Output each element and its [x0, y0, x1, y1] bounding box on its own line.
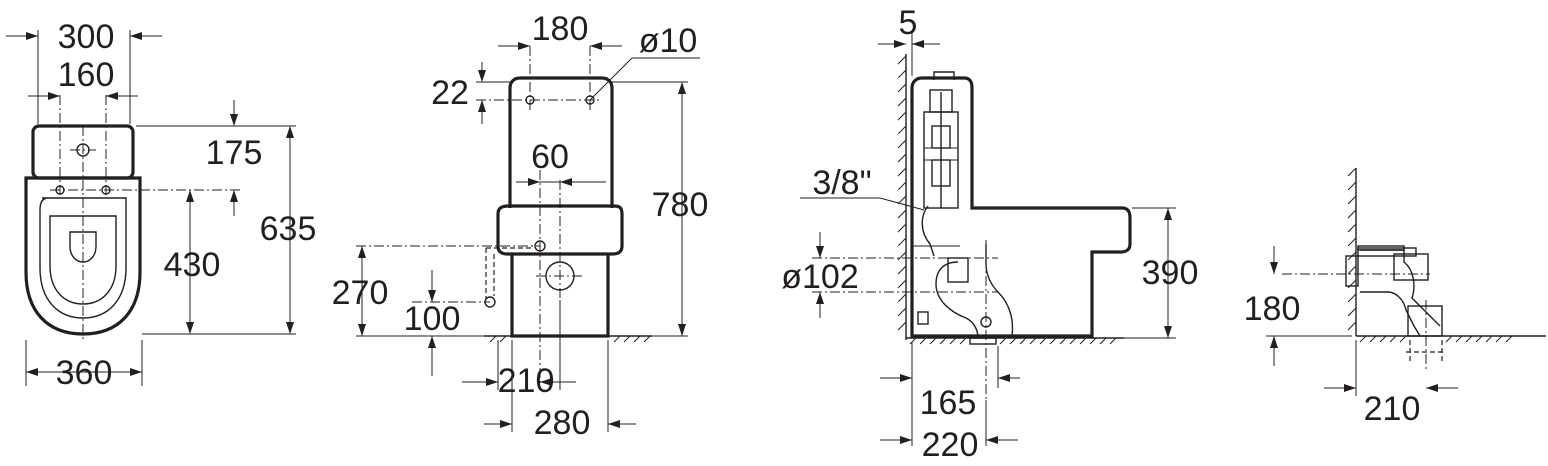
dim-160: 160	[58, 56, 115, 94]
dim-175: 175	[206, 134, 263, 172]
dim-outlet-180: 180	[1244, 290, 1301, 328]
outlet-detail-connector	[1345, 255, 1359, 287]
side-view: 5 3/8" ø102 390 165 220	[781, 4, 1198, 464]
outlet-detail-wall-hatch	[1347, 167, 1357, 331]
dim-635: 635	[260, 210, 317, 248]
top-view-seat	[39, 197, 127, 319]
dim-430: 430	[164, 246, 221, 284]
dim-60: 60	[531, 138, 569, 176]
side-view-flush-valve	[923, 89, 959, 209]
dim-hole-10: ø10	[639, 22, 698, 60]
side-view-wall-hatch	[897, 55, 907, 331]
dim-270: 270	[332, 274, 389, 312]
outlet-detail: 180 210	[1244, 167, 1546, 428]
side-view-floor-hatch	[909, 337, 1117, 345]
dim-300: 300	[58, 18, 115, 56]
dim-outlet-210: 210	[1364, 390, 1421, 428]
dim-22: 22	[431, 74, 469, 112]
dim-280: 280	[534, 404, 591, 442]
front-view-floor-hatch	[489, 335, 651, 343]
top-view-inner-bowl	[49, 215, 117, 305]
dim-outlet-102: ø102	[781, 258, 859, 296]
dim-210: 210	[498, 362, 555, 400]
front-view: 180 ø10 22 60 780 270 100 210 280	[332, 10, 709, 442]
dim-100: 100	[404, 300, 461, 338]
top-view: 300 160 175 635 430 360	[6, 18, 316, 392]
dim-780: 780	[652, 186, 709, 224]
dim-180: 180	[532, 10, 589, 48]
dim-220: 220	[922, 426, 979, 464]
front-view-seat-band	[496, 204, 624, 256]
dim-165: 165	[920, 384, 977, 422]
dim-inlet-3-8: 3/8"	[812, 164, 871, 202]
dim-5: 5	[899, 4, 918, 42]
dim-360: 360	[56, 354, 113, 392]
front-view-tank	[508, 76, 614, 208]
outlet-detail-floor-hatch	[1359, 335, 1513, 343]
outlet-detail-pipe	[1360, 249, 1441, 337]
side-view-body	[910, 76, 1132, 338]
dim-390: 390	[1142, 254, 1199, 292]
